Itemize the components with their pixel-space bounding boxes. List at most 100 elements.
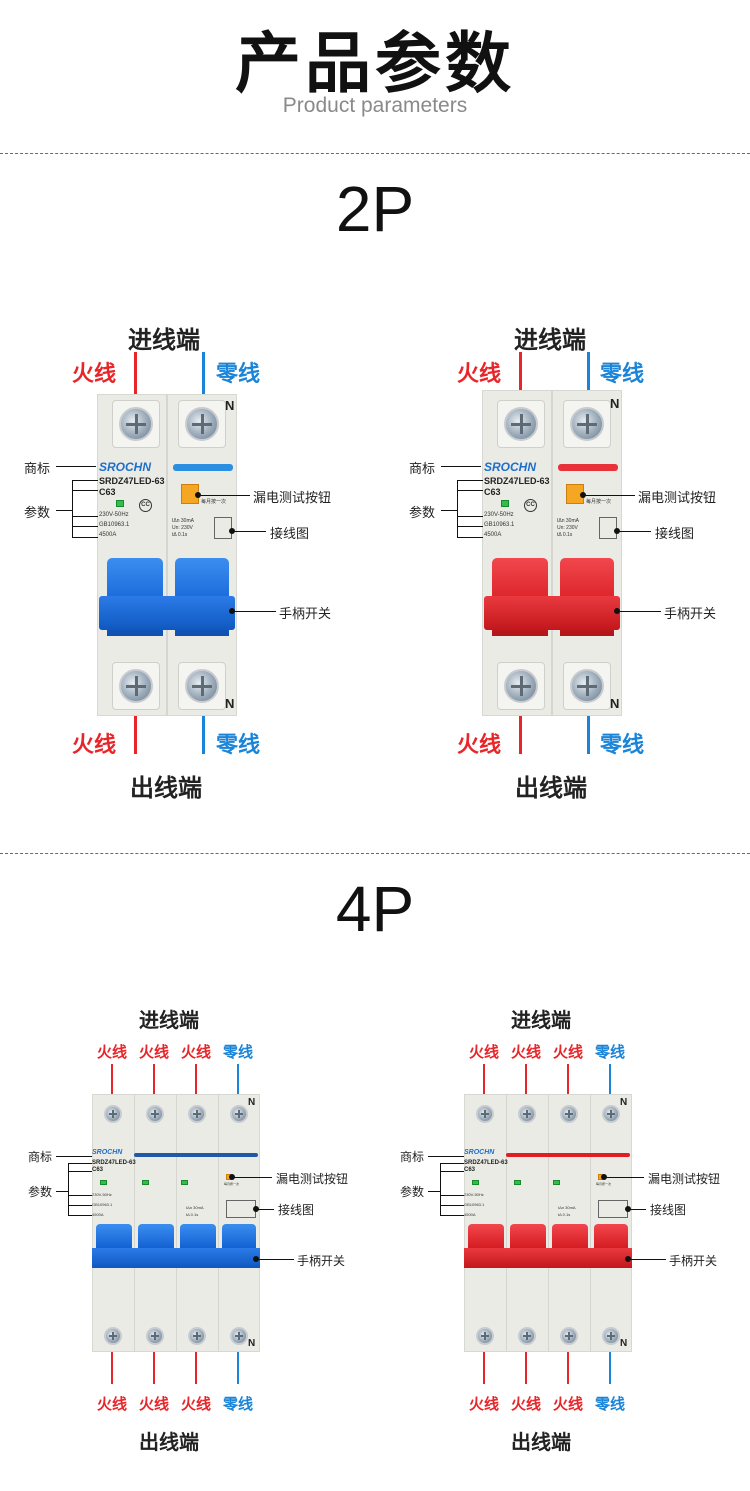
pole-divider xyxy=(548,1094,549,1352)
outgoing-label: 出线端 xyxy=(515,774,587,802)
indicator-led xyxy=(100,1180,107,1185)
annotation-line xyxy=(68,1215,92,1216)
rating-text: C63 xyxy=(484,487,501,497)
standard-text: GB10963.1 xyxy=(464,1202,485,1207)
live-wire xyxy=(483,1352,485,1384)
stripe xyxy=(134,1153,258,1157)
annotation-line xyxy=(256,1259,294,1260)
annotation-dot xyxy=(614,608,620,614)
outgoing-label: 出线端 xyxy=(511,1430,571,1454)
screw-icon xyxy=(602,1327,620,1345)
test-button-label: 漏电测试按钮 xyxy=(648,1172,721,1186)
annotation-dot xyxy=(580,492,586,498)
annotation-dot xyxy=(253,1256,259,1262)
annotation-line xyxy=(198,495,250,496)
brand-logo: SROCHN xyxy=(92,1149,123,1156)
annotation-line xyxy=(440,1163,464,1164)
live-label: 火线 xyxy=(511,1395,542,1413)
indicator-led xyxy=(501,500,509,507)
screw-icon xyxy=(570,669,604,703)
live-label: 火线 xyxy=(457,362,502,387)
parameters-label: 参数 xyxy=(24,506,51,521)
breaking-text: 4500A xyxy=(99,532,117,538)
model-text: SRDZ47LED-63 xyxy=(92,1160,136,1166)
live-wire xyxy=(111,1064,113,1096)
live-label: 火线 xyxy=(553,1395,584,1413)
live-label: 火线 xyxy=(72,362,117,387)
live-label: 火线 xyxy=(469,1043,500,1061)
handle-bar[interactable] xyxy=(99,596,235,630)
annotation-dot xyxy=(625,1256,631,1262)
screw-icon xyxy=(119,407,153,441)
neutral-label: 零线 xyxy=(595,1395,626,1413)
live-wire xyxy=(483,1064,485,1096)
neutral-label: 零线 xyxy=(600,362,645,387)
handle-switch-label: 手柄开关 xyxy=(664,607,717,622)
wiring-diagram-label: 接线图 xyxy=(270,527,310,542)
test-button-label: 漏电测试按钮 xyxy=(253,491,332,506)
brand-logo: SROCHN xyxy=(484,460,537,474)
parameters-label: 参数 xyxy=(400,1185,425,1199)
live-label: 火线 xyxy=(72,733,117,758)
neutral-mark: N xyxy=(620,1338,628,1349)
neutral-mark: N xyxy=(610,396,620,411)
live-label: 火线 xyxy=(457,733,502,758)
voltage-text: 230V-50Hz xyxy=(92,1192,112,1197)
page-title: 产品参数 xyxy=(235,25,515,102)
voltage-text: 230V-50Hz xyxy=(99,512,129,518)
spec-text: IΔn 30mA xyxy=(186,1205,204,1210)
screw-icon xyxy=(560,1105,578,1123)
annotation-line xyxy=(68,1195,92,1196)
annotation-dot xyxy=(253,1206,259,1212)
incoming-label: 进线端 xyxy=(139,1008,199,1032)
wiring-diagram-label: 接线图 xyxy=(655,527,695,542)
rating-text: C63 xyxy=(464,1167,476,1173)
screw-icon xyxy=(518,1105,536,1123)
neutral-wire xyxy=(609,1064,611,1096)
annotation-line xyxy=(56,466,96,467)
live-wire xyxy=(519,352,522,396)
standard-text: GB10963.1 xyxy=(484,522,515,528)
neutral-label: 零线 xyxy=(223,1043,254,1061)
spec-text: Un: 230V xyxy=(172,525,193,531)
trademark-label: 商标 xyxy=(409,462,436,477)
handle-bar[interactable] xyxy=(92,1248,260,1268)
section-label-4p: 4P xyxy=(335,873,415,945)
wiring-diagram-label: 接线图 xyxy=(650,1203,687,1217)
live-wire xyxy=(567,1352,569,1384)
neutral-label: 零线 xyxy=(216,733,261,758)
standard-text: GB10963.1 xyxy=(92,1202,113,1207)
annotation-line xyxy=(72,526,98,527)
neutral-wire xyxy=(237,1064,239,1096)
outgoing-label: 出线端 xyxy=(139,1430,199,1454)
neutral-mark: N xyxy=(248,1097,256,1108)
screw-icon xyxy=(146,1327,164,1345)
handle-switch-label: 手柄开关 xyxy=(669,1254,718,1268)
handle-switch-label: 手柄开关 xyxy=(279,607,332,622)
indicator-led xyxy=(142,1180,149,1185)
screw-icon xyxy=(476,1105,494,1123)
annotation-line xyxy=(428,1156,464,1157)
rating-text: C63 xyxy=(92,1167,104,1173)
spec-text: tΔ 0.1s xyxy=(557,532,573,538)
live-stripe xyxy=(558,464,618,471)
annotation-line xyxy=(68,1163,92,1164)
brand-logo: SROCHN xyxy=(99,460,152,474)
annotation-line xyxy=(72,537,98,538)
handle-bar[interactable] xyxy=(464,1248,632,1268)
handle-bar[interactable] xyxy=(484,596,620,630)
annotation-bracket xyxy=(440,1163,441,1215)
parameters-label: 参数 xyxy=(409,506,436,521)
neutral-mark: N xyxy=(620,1097,628,1108)
annotation-line xyxy=(604,1177,644,1178)
live-wire xyxy=(525,1064,527,1096)
screw-icon xyxy=(570,407,604,441)
section-label-2p: 2P xyxy=(335,173,415,245)
neutral-mark: N xyxy=(225,696,235,711)
annotation-line xyxy=(256,1209,274,1210)
annotation-line xyxy=(628,1209,646,1210)
annotation-bracket xyxy=(72,480,73,538)
screw-icon xyxy=(476,1327,494,1345)
neutral-wire xyxy=(202,716,205,754)
pole-divider xyxy=(166,394,168,716)
